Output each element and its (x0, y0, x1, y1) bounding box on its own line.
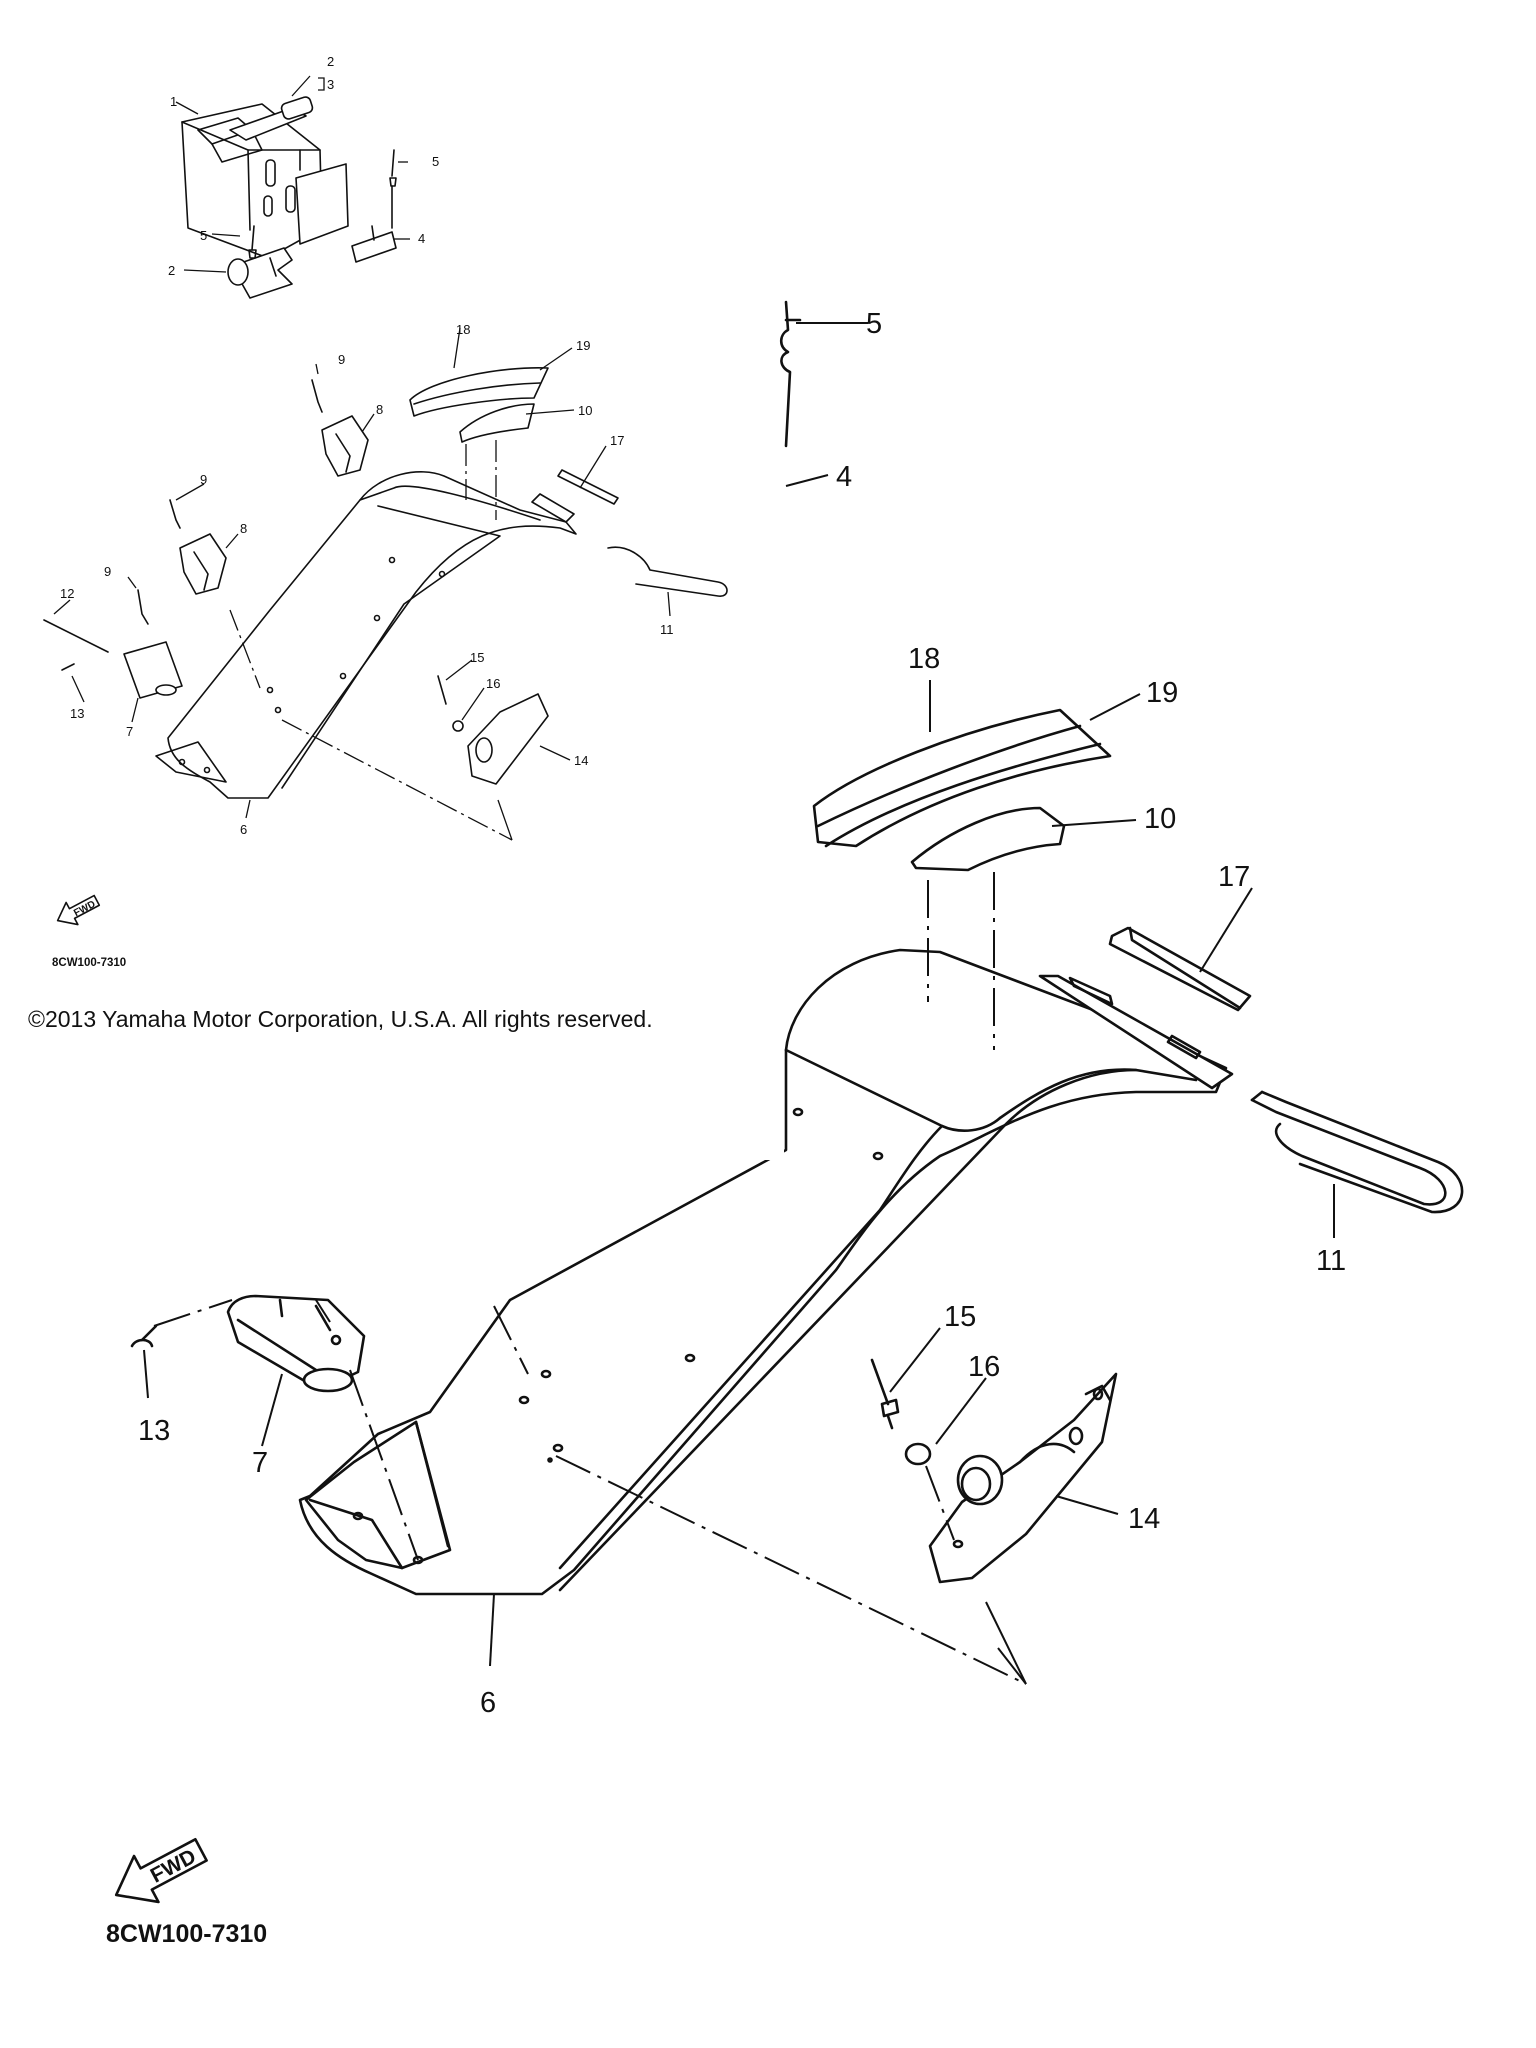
small-callout-8-b: 8 (240, 521, 247, 536)
large-screw-part-15 (870, 1358, 900, 1430)
large-callout-13: 13 (138, 1415, 170, 1447)
small-callout-13: 13 (70, 706, 84, 721)
small-clip-part-8-lower (179, 533, 227, 595)
large-diagram-code: 8CW100-7310 (106, 1920, 267, 1948)
small-callout-9-b: 9 (200, 472, 207, 487)
small-clip-part-8-upper (321, 415, 369, 477)
large-bracket-part-14 (928, 1372, 1118, 1584)
large-callout-18: 18 (908, 643, 940, 675)
screw-part-5-upper (389, 149, 397, 229)
large-pad-part-10 (910, 806, 1066, 872)
large-callout-6: 6 (480, 1687, 496, 1719)
small-fwd-label: FWD (72, 899, 97, 919)
large-cover-part-6 (298, 948, 1228, 1596)
small-callout-12: 12 (60, 586, 74, 601)
small-callout-8-a: 8 (376, 402, 383, 417)
large-callout-4: 4 (836, 461, 852, 493)
small-bracket-part-14 (467, 693, 549, 785)
large-tape-part-18-19 (812, 708, 1112, 848)
small-callout-9-c: 9 (104, 564, 111, 579)
small-screw-part-9-b (169, 499, 181, 529)
small-callout-11: 11 (660, 622, 674, 637)
small-callout-10: 10 (578, 403, 592, 418)
large-hook-part-11 (1250, 1090, 1464, 1214)
small-diagram-code: 8CW100-7310 (52, 957, 126, 969)
large-callout-11: 11 (1316, 1245, 1346, 1277)
large-callout-15: 15 (944, 1301, 976, 1333)
large-callout-17: 17 (1218, 861, 1250, 893)
small-callout-14: 14 (574, 753, 588, 768)
large-callout-16: 16 (968, 1351, 1000, 1383)
small-cover-part-6 (155, 471, 577, 799)
large-pin-part-13 (140, 1324, 158, 1342)
battery-strap-part-3 (229, 96, 314, 141)
small-callout-18: 18 (456, 322, 470, 337)
large-detail-diagram: 5 4 (106, 300, 1464, 1948)
small-callout-16: 16 (486, 676, 500, 691)
small-screw-part-9-a (311, 379, 323, 413)
small-pin-part-13 (61, 663, 75, 671)
small-bolt-part-12 (43, 619, 109, 653)
inset-battery-assembly: 1 2 3 5 5 2 4 (168, 54, 439, 299)
large-callout-7: 7 (252, 1447, 268, 1479)
small-callout-19: 19 (576, 338, 590, 353)
large-fwd-arrow: FWD (114, 1837, 208, 1904)
inset-callout-3: 3 (327, 77, 334, 92)
small-screw-part-9-c (137, 589, 149, 625)
inset-callout-1: 1 (170, 94, 177, 109)
large-callout-19: 19 (1146, 677, 1178, 709)
large-hinge-part-7 (226, 1294, 366, 1393)
large-callout-10: 10 (1144, 803, 1176, 835)
inset-callout-2-bottom: 2 (168, 263, 175, 278)
inset-callout-2-top: 2 (327, 54, 334, 69)
small-callout-6: 6 (240, 822, 247, 837)
small-overview-diagram: 18 19 10 17 11 9 8 9 8 9 12 13 7 6 15 16… (43, 322, 728, 969)
battery-holder-part-4 (351, 225, 397, 263)
small-callout-17: 17 (610, 433, 624, 448)
small-strip-part-17 (557, 469, 619, 505)
battery-bracket-part-2 (227, 247, 293, 299)
inset-callout-5-right: 5 (432, 154, 439, 169)
small-fwd-arrow: FWD (56, 894, 101, 926)
small-callout-9-a: 9 (338, 352, 345, 367)
small-callout-15: 15 (470, 650, 484, 665)
copyright-notice: ©2013 Yamaha Motor Corporation, U.S.A. A… (28, 1006, 653, 1032)
screw-part-5-lower (248, 225, 257, 259)
inset-callout-5-left: 5 (200, 228, 207, 243)
small-hinge-part-7 (123, 641, 183, 699)
inset-callout-4: 4 (418, 231, 425, 246)
small-pad-part-10 (459, 403, 535, 443)
small-hook-part-11 (607, 546, 728, 597)
large-screw-part-5 (779, 300, 802, 448)
large-callout-5: 5 (866, 308, 882, 340)
large-washer-part-16 (904, 1442, 932, 1466)
small-callout-7: 7 (126, 724, 133, 739)
battery-part-1 (181, 103, 349, 259)
small-screw-part-15 (437, 675, 447, 705)
large-callout-14: 14 (1128, 1503, 1160, 1535)
small-washer-part-16 (452, 720, 464, 732)
small-tape-part-18-19 (409, 367, 549, 417)
